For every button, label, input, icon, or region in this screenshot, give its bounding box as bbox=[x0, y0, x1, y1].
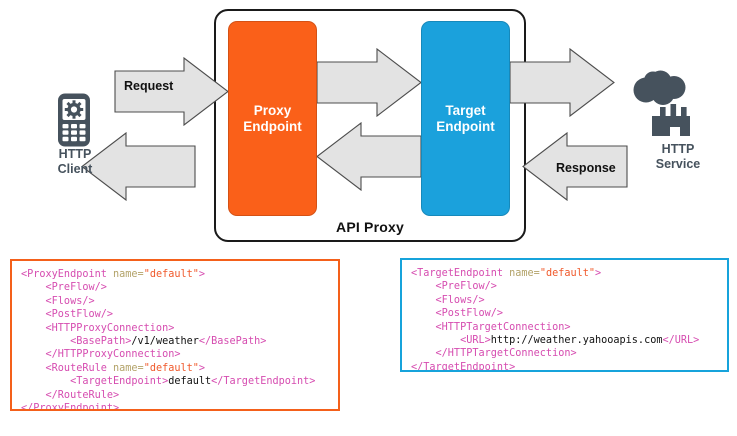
code-line: <HTTPProxyConnection> bbox=[21, 322, 330, 335]
http-client-label-line2: Client bbox=[57, 162, 93, 176]
http-client-label: HTTP Client bbox=[30, 147, 120, 177]
code-token-tag: <Flows/> bbox=[411, 294, 485, 306]
code-line: <RouteRule name="default"> bbox=[21, 362, 330, 375]
code-token-tag: </TargetEndpoint> bbox=[411, 361, 516, 372]
code-token-tag: > bbox=[198, 362, 206, 374]
proxy-endpoint-label-line2: Endpoint bbox=[243, 118, 302, 134]
code-token-tag: </ProxyEndpoint> bbox=[21, 403, 120, 411]
target-endpoint-label-line2: Endpoint bbox=[436, 118, 495, 134]
code-token-tag: > bbox=[595, 268, 602, 279]
code-token-tag: </RouteRule> bbox=[21, 389, 120, 401]
code-line: <PreFlow/> bbox=[411, 280, 719, 293]
code-token-tag: </HTTPProxyConnection> bbox=[21, 349, 181, 361]
code-line: <Flows/> bbox=[411, 294, 719, 307]
code-token-tag: <ProxyEndpoint bbox=[21, 269, 114, 280]
target-endpoint-label-line1: Target bbox=[445, 102, 486, 118]
response-label: Response bbox=[556, 161, 616, 175]
api-proxy-label: API Proxy bbox=[336, 219, 404, 235]
code-line: <TargetEndpoint name="default"> bbox=[411, 267, 719, 280]
code-token-tag: <TargetEndpoint> bbox=[21, 376, 169, 388]
code-line: <ProxyEndpoint name="default"> bbox=[21, 268, 330, 281]
code-line: </HTTPTargetConnection> bbox=[411, 347, 719, 360]
code-line: </ProxyEndpoint> bbox=[21, 402, 330, 411]
factory-cloud-icon bbox=[633, 70, 690, 136]
code-token-tag: <PreFlow/> bbox=[21, 282, 107, 294]
http-service-label: HTTP Service bbox=[628, 142, 728, 172]
code-line: <BasePath>/v1/weather</BasePath> bbox=[21, 335, 330, 348]
code-token-tag: <TargetEndpoint bbox=[411, 268, 510, 279]
code-token-val: "default" bbox=[143, 362, 199, 374]
code-line: <PostFlow/> bbox=[411, 307, 719, 320]
target-endpoint-config-panel[interactable]: <TargetEndpoint name="default"> <PreFlow… bbox=[400, 258, 729, 372]
code-token-tag: <PostFlow/> bbox=[411, 308, 504, 320]
code-token-tag: <PreFlow/> bbox=[411, 281, 497, 293]
code-line: <HTTPTargetConnection> bbox=[411, 321, 719, 334]
proxy-endpoint-config-panel[interactable]: <ProxyEndpoint name="default"> <PreFlow/… bbox=[10, 259, 340, 411]
code-token-tag: <PostFlow/> bbox=[21, 309, 114, 321]
code-line: <URL>http://weather.yahooapis.com</URL> bbox=[411, 334, 719, 347]
code-token-tag: <URL> bbox=[411, 335, 491, 347]
code-token-txt: http://weather.yahooapis.com bbox=[490, 335, 663, 347]
http-service-label-line2: Service bbox=[655, 157, 701, 171]
request-label: Request bbox=[124, 79, 174, 93]
code-line: </RouteRule> bbox=[21, 389, 330, 402]
code-line: <PostFlow/> bbox=[21, 308, 330, 321]
code-line: <Flows/> bbox=[21, 295, 330, 308]
http-service-label-line1: HTTP bbox=[661, 142, 695, 156]
http-client-label-line1: HTTP bbox=[58, 147, 92, 161]
target-endpoint-block[interactable]: Target Endpoint bbox=[421, 21, 510, 216]
proxy-endpoint-block[interactable]: Proxy Endpoint bbox=[228, 21, 317, 216]
mobile-phone-icon bbox=[58, 93, 90, 147]
code-token-val: "default" bbox=[143, 269, 199, 280]
code-token-tag: <RouteRule bbox=[21, 362, 114, 374]
code-token-tag: <BasePath> bbox=[21, 336, 132, 348]
code-line: </TargetEndpoint> bbox=[411, 361, 719, 372]
code-token-txt: /v1/weather bbox=[131, 336, 199, 348]
code-token-tag: </BasePath> bbox=[198, 336, 267, 348]
code-token-tag: </HTTPTargetConnection> bbox=[411, 348, 577, 360]
code-token-tag: </TargetEndpoint> bbox=[211, 376, 316, 388]
code-token-attr: name= bbox=[113, 269, 144, 280]
code-token-tag: <HTTPTargetConnection> bbox=[411, 321, 571, 333]
code-line: </HTTPProxyConnection> bbox=[21, 348, 330, 361]
code-line: <PreFlow/> bbox=[21, 281, 330, 294]
code-token-tag: <HTTPProxyConnection> bbox=[21, 322, 175, 334]
proxy-endpoint-label-line1: Proxy bbox=[253, 102, 292, 118]
code-token-tag: > bbox=[198, 269, 206, 280]
code-token-tag: <Flows/> bbox=[21, 295, 95, 307]
code-token-tag: </URL> bbox=[662, 335, 700, 347]
code-token-attr: name= bbox=[509, 268, 540, 279]
code-line: <TargetEndpoint>default</TargetEndpoint> bbox=[21, 375, 330, 388]
code-token-val: "default" bbox=[539, 268, 596, 279]
code-token-attr: name= bbox=[113, 362, 144, 374]
code-token-txt: default bbox=[168, 376, 212, 388]
